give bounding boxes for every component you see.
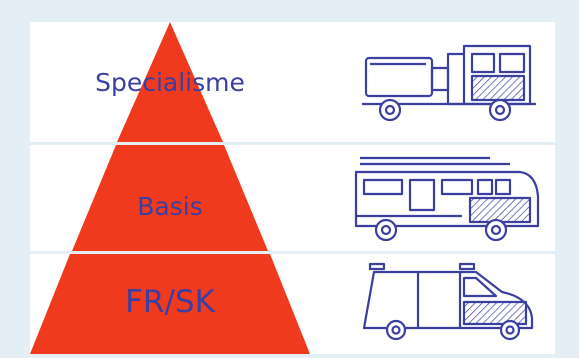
tier-label-specialisme: Specialisme [95,68,245,97]
tier-label-frsk: FR/SK [125,284,215,320]
bus-icon [354,156,540,242]
pyramid-tier-bottom [30,254,310,354]
pyramid-tier-middle [72,145,268,251]
tier-row-specialisme [30,22,555,142]
van-icon [362,262,534,341]
specialist-truck-icon [362,44,536,122]
pyramid-tier-top [117,22,223,142]
tier-label-basis: Basis [137,192,203,221]
